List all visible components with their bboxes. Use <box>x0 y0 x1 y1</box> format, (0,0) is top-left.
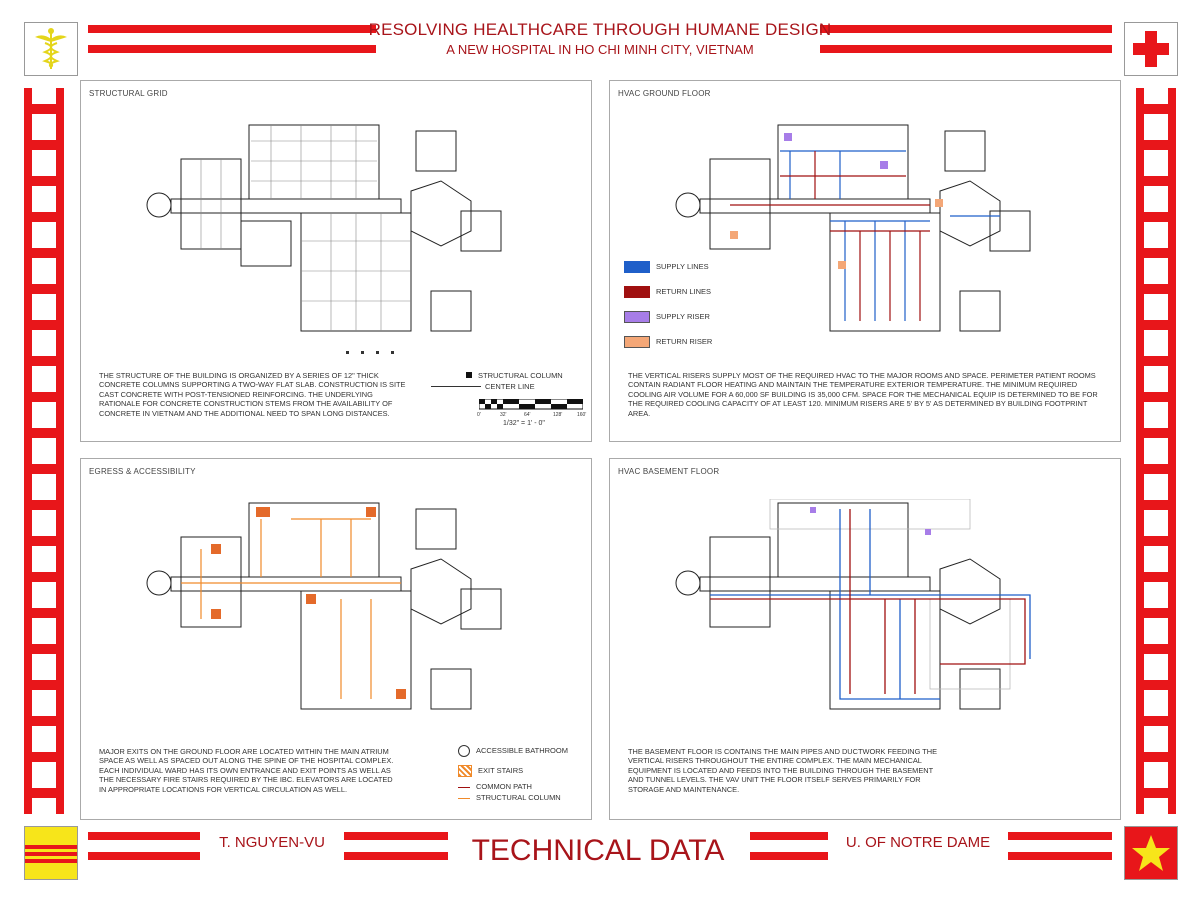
side-ladder-left <box>24 88 64 814</box>
striped-flag-icon <box>25 827 77 879</box>
legend-supply-lines: SUPPLY LINES <box>624 261 709 273</box>
column-square-icon <box>466 372 472 378</box>
hvac-basement-floor-plan <box>675 499 1031 710</box>
star-flag-icon <box>1125 827 1177 879</box>
header-bar-left-top <box>88 25 376 33</box>
arrow-icon <box>458 786 470 788</box>
panel-description: THE BASEMENT FLOOR IS CONTAINS THE MAIN … <box>628 747 938 794</box>
footer-bar-mid-right-bottom <box>750 852 828 860</box>
logo-bottom-right <box>1124 826 1178 880</box>
school-name: U. OF NOTRE DAME <box>845 834 991 851</box>
legend-common-path: COMMON PATH <box>458 782 532 791</box>
return-riser-swatch <box>624 336 650 348</box>
scale-note: 1/32" = 1' - 0" <box>503 420 545 427</box>
legend-return-riser: RETURN RISER <box>624 336 712 348</box>
panel-structural-grid: STRUCTURAL GRID THE STRUCTURE OF THE BUI… <box>80 80 592 442</box>
header-bar-left-bottom <box>88 45 376 53</box>
logo-right <box>1124 22 1178 76</box>
panel-description: THE VERTICAL RISERS SUPPLY MOST OF THE R… <box>628 371 1098 418</box>
panel-title: EGRESS & ACCESSIBILITY <box>89 467 196 476</box>
scale-bar <box>479 399 583 410</box>
legend-exit-stairs: EXIT STAIRS <box>458 765 523 777</box>
logo-left <box>24 22 78 76</box>
panel-hvac-ground: HVAC GROUND FLOOR SUPPLY LINES RETURN L <box>609 80 1121 442</box>
centerline-line <box>431 386 481 387</box>
footer-bar-left-top <box>88 832 200 840</box>
scale-tick-3: 128' <box>553 412 563 418</box>
hvac-ground-floor-plan <box>675 124 1031 332</box>
egress-floor-plan <box>146 502 502 710</box>
header-bar-right-bottom <box>820 45 1112 53</box>
red-cross-icon <box>1133 31 1169 67</box>
footer-bar-right-bottom <box>1008 852 1112 860</box>
caduceus-icon <box>35 28 67 69</box>
circle-icon <box>458 745 470 757</box>
panel-description: THE STRUCTURE OF THE BUILDING IS ORGANIZ… <box>99 371 406 418</box>
sheet-title: TECHNICAL DATA <box>471 834 725 867</box>
arrow-icon <box>458 797 470 799</box>
footer-bar-mid-left-bottom <box>344 852 448 860</box>
legend-structural-column: STRUCTURAL COLUMN <box>466 371 563 380</box>
legend-supply-riser: SUPPLY RISER <box>624 311 710 323</box>
panel-title: HVAC BASEMENT FLOOR <box>618 467 720 476</box>
scale-tick-1: 32' <box>500 412 507 418</box>
return-lines-swatch <box>624 286 650 298</box>
panel-egress: EGRESS & ACCESSIBILITY MAJOR EXITS ON TH… <box>80 458 592 820</box>
logo-bottom-left <box>24 826 78 880</box>
author-name: T. NGUYEN-VU <box>219 834 325 851</box>
panel-title: HVAC GROUND FLOOR <box>618 89 711 98</box>
scale-tick-4: 160' <box>577 412 587 418</box>
side-ladder-right <box>1136 88 1176 814</box>
panel-description: MAJOR EXITS ON THE GROUND FLOOR ARE LOCA… <box>99 747 394 794</box>
legend-accessible-bathroom: ACCESSIBLE BATHROOM <box>458 745 568 757</box>
header-bar-right-top <box>820 25 1112 33</box>
scale-tick-2: 64' <box>524 412 531 418</box>
panel-hvac-basement: HVAC BASEMENT FLOOR THE BASEMENT FLOOR I… <box>609 458 1121 820</box>
footer-bar-mid-right-top <box>750 832 828 840</box>
legend-return-lines: RETURN LINES <box>624 286 711 298</box>
footer-bar-right-top <box>1008 832 1112 840</box>
footer-bar-left-bottom <box>88 852 200 860</box>
legend-structural-column: STRUCTURAL COLUMN <box>458 793 561 802</box>
page-title: RESOLVING HEALTHCARE THROUGH HUMANE DESI… <box>368 20 832 39</box>
footer-bar-mid-left-top <box>344 832 448 840</box>
supply-riser-swatch <box>624 311 650 323</box>
page-subtitle: A NEW HOSPITAL IN HO CHI MINH CITY, VIET… <box>446 42 754 57</box>
panel-title: STRUCTURAL GRID <box>89 89 168 98</box>
scale-tick-0: 0' <box>477 412 481 418</box>
supply-lines-swatch <box>624 261 650 273</box>
legend-center-line: CENTER LINE <box>485 382 535 391</box>
hatch-icon <box>458 765 472 777</box>
structural-floor-plan <box>146 124 502 354</box>
